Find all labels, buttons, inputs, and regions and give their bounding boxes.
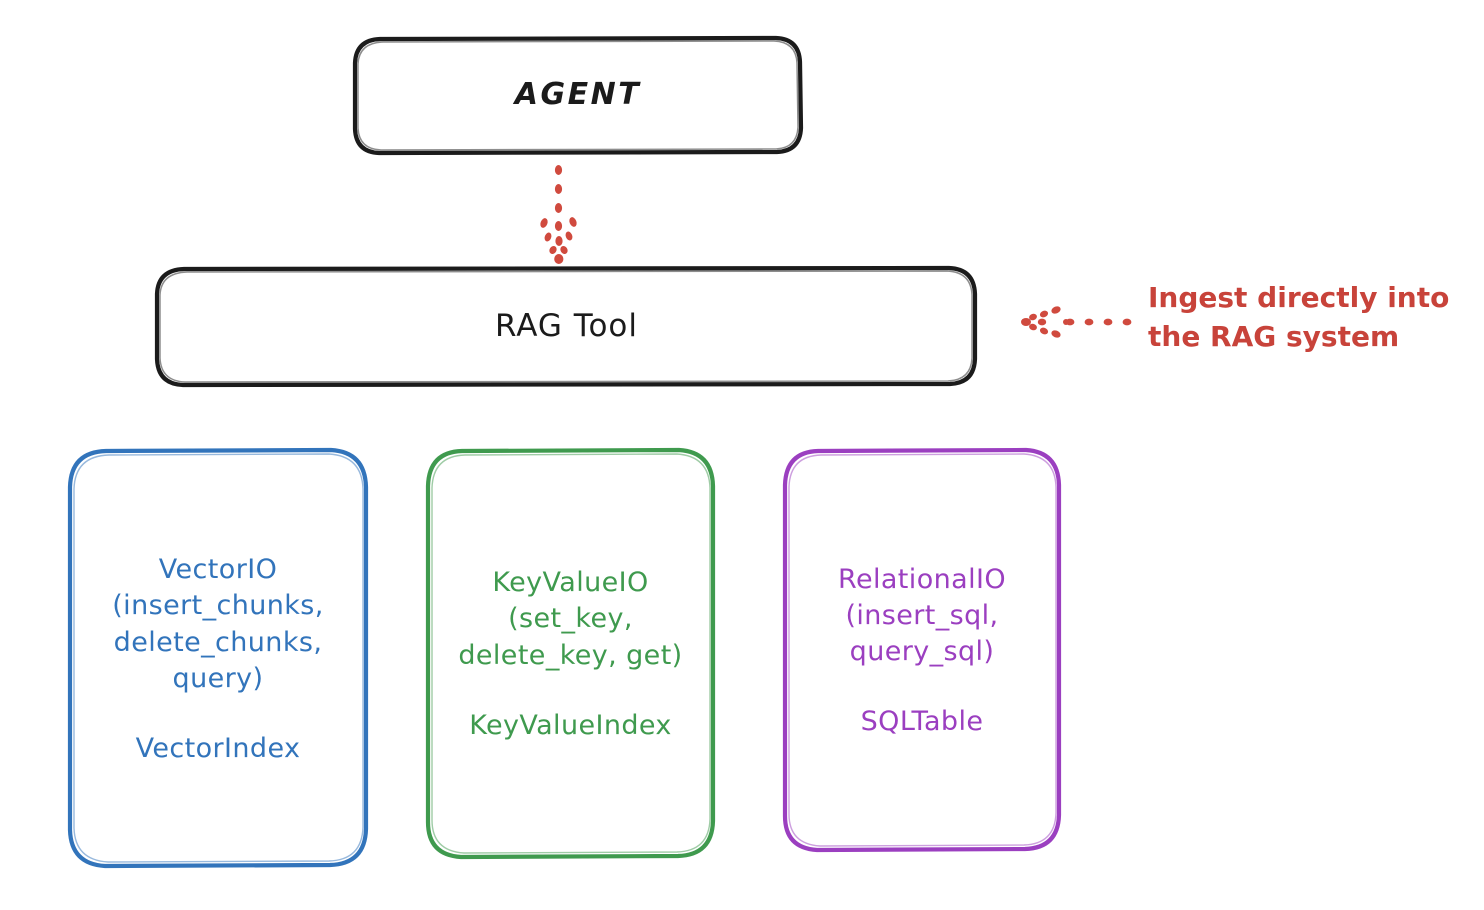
relational-io-sublabel: SQLTable (860, 706, 984, 738)
annotation-ingest-directly: Ingest directly into the RAG system (1148, 281, 1450, 353)
node-rag-tool[interactable]: RAG Tool (157, 268, 976, 385)
agent-to-rag-tool-arrow (540, 165, 577, 264)
node-agent[interactable]: AGENT (355, 38, 801, 153)
vector-io-label: VectorIO (insert_chunks, delete_chunks, … (112, 554, 324, 694)
node-vector-io[interactable]: VectorIO (insert_chunks, delete_chunks, … (70, 450, 366, 866)
agent-box-outline (352, 35, 804, 156)
node-relational-io[interactable]: RelationalIO (insert_sql, query_sql) SQL… (785, 450, 1059, 849)
relational-io-label: RelationalIO (insert_sql, query_sql) (838, 563, 1006, 668)
vector-io-sublabel: VectorIndex (135, 732, 301, 764)
rag-tool-box-outline (154, 265, 978, 388)
node-key-value-io[interactable]: KeyValueIO (set_key, delete_key, get) Ke… (428, 450, 713, 856)
key-value-io-box-outline (425, 447, 716, 860)
vector-io-box-outline (67, 447, 369, 869)
key-value-io-label: KeyValueIO (set_key, delete_key, get) (458, 567, 683, 671)
ingest-annotation-arrow (1021, 306, 1132, 338)
key-value-io-sublabel: KeyValueIndex (469, 709, 672, 741)
rag-tool-label: RAG Tool (494, 307, 639, 344)
relational-io-box-outline (782, 447, 1062, 853)
agent-label: AGENT (514, 77, 642, 113)
